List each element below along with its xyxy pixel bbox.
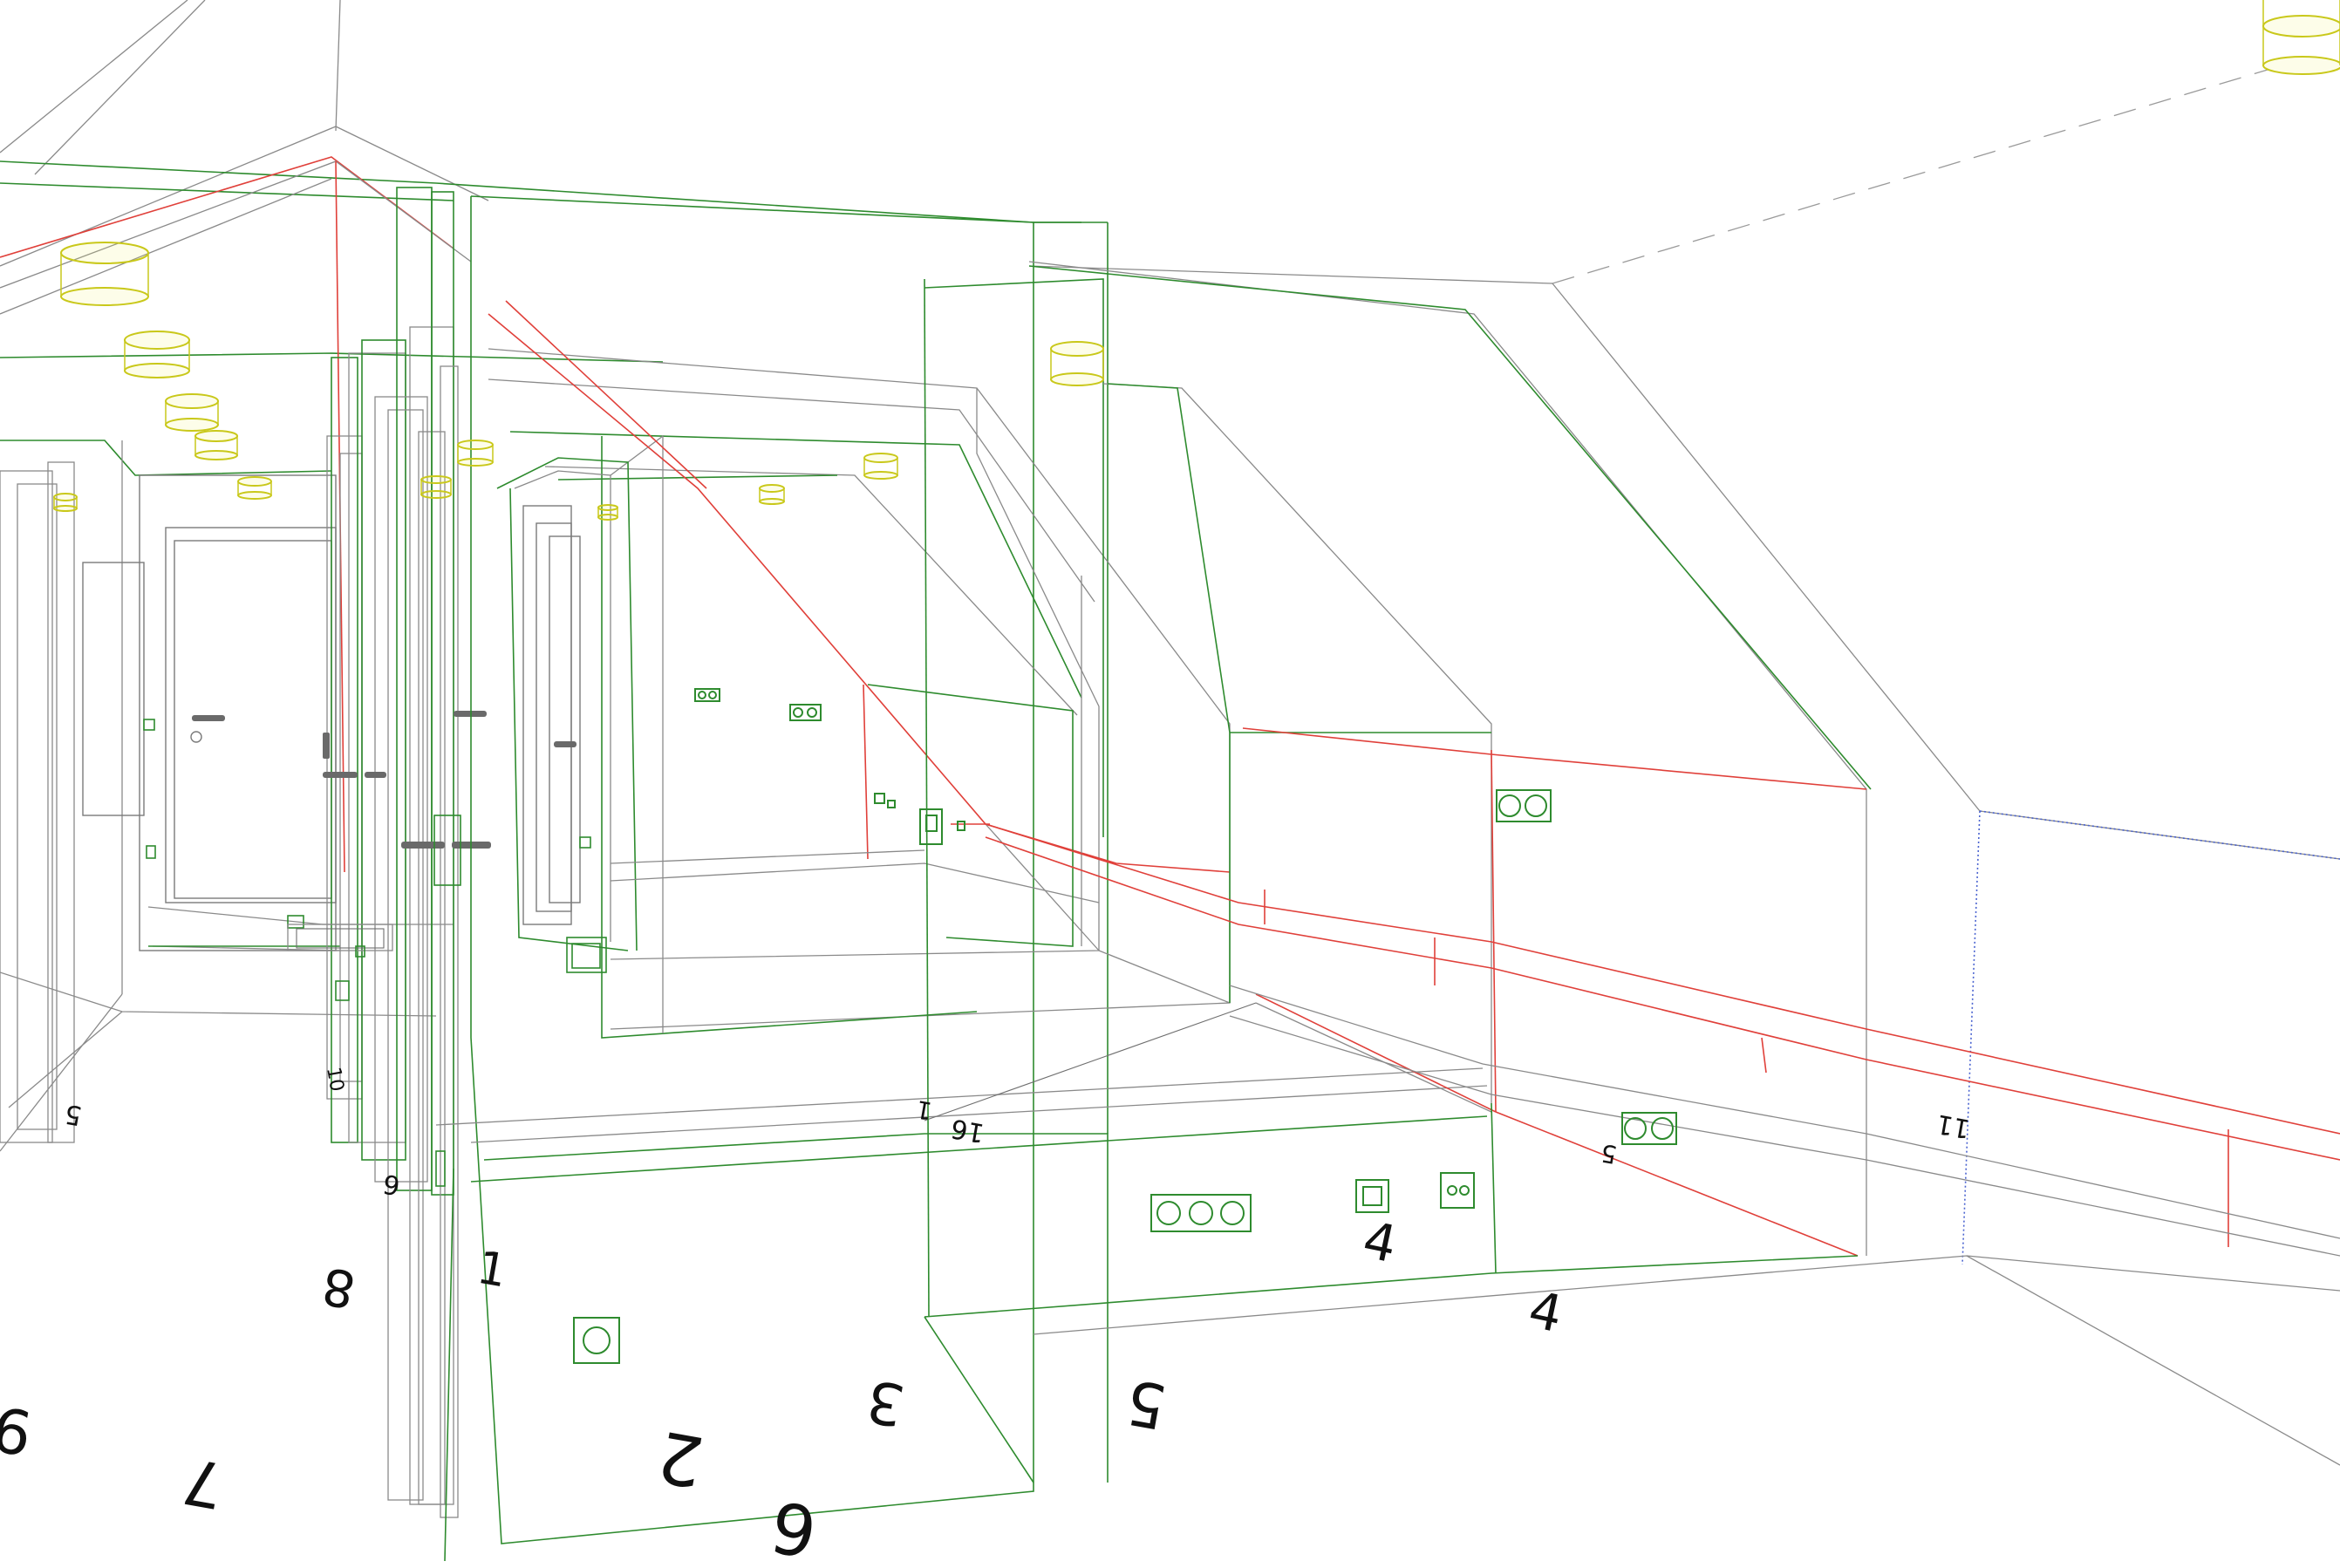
ceiling-light-icon[interactable]	[759, 484, 785, 505]
dim-label-8: 8	[317, 1256, 359, 1319]
dim-label-1: 1	[474, 1242, 511, 1299]
ceiling-light-icon[interactable]	[863, 453, 898, 480]
wall-socket-icon[interactable]	[573, 1317, 620, 1364]
ceiling-light-icon[interactable]	[457, 440, 494, 467]
wall-socket-icon[interactable]	[789, 704, 822, 721]
dim-label-9: 9	[0, 1392, 38, 1469]
dim-label-5-left: 5	[63, 1098, 85, 1131]
dim-label-5: 5	[1121, 1366, 1171, 1442]
dim-label-10: 10	[322, 1066, 347, 1094]
dim-label-4-right: 4	[1524, 1279, 1567, 1344]
wall-sockets	[573, 688, 1677, 1364]
ceiling-light-icon[interactable]	[1050, 341, 1104, 386]
dim-label-6: 6	[765, 1484, 822, 1565]
ceiling-light-icon[interactable]	[165, 393, 219, 432]
right-room	[924, 261, 2340, 1483]
dim-label-11: 11	[1934, 1108, 1973, 1143]
wall-socket-icon[interactable]	[874, 793, 885, 804]
dim-label-7: 7	[177, 1443, 229, 1523]
middle-room	[435, 195, 1488, 1544]
dim-label-2: 2	[652, 1415, 709, 1502]
ceiling-light-icon[interactable]	[194, 430, 238, 460]
central-partition	[287, 187, 491, 1562]
dim-label-6-mid: 6	[381, 1168, 403, 1201]
wall-socket-icon[interactable]	[919, 808, 943, 845]
wall-socket-icon[interactable]	[1150, 1194, 1252, 1232]
dim-label-1-mid: 1	[914, 1094, 934, 1126]
ceiling-light-icon[interactable]	[53, 493, 78, 512]
ceiling-light-icon[interactable]	[60, 242, 149, 306]
dim-label-3: 3	[862, 1367, 910, 1439]
wall-socket-icon[interactable]	[1355, 1179, 1389, 1213]
dim-label-4-front: 4	[1358, 1210, 1402, 1274]
ceiling-light-icon[interactable]	[237, 476, 272, 500]
ceiling-light-icon[interactable]	[2262, 0, 2340, 75]
dim-label-5-socket: 5	[1599, 1138, 1619, 1169]
wall-socket-icon[interactable]	[1440, 1172, 1475, 1209]
wall-socket-icon[interactable]	[957, 821, 965, 831]
dim-label-16: 16	[949, 1112, 987, 1148]
wall-socket-icon[interactable]	[1496, 789, 1552, 822]
ceiling-light-icon[interactable]	[420, 475, 452, 499]
roof-structure	[0, 0, 2340, 1265]
wall-socket-icon[interactable]	[694, 688, 720, 702]
left-room-cluster	[0, 156, 1081, 1152]
ceiling-light-icon[interactable]	[597, 504, 618, 521]
ceiling-light-icon[interactable]	[124, 331, 190, 378]
wall-socket-icon[interactable]	[1621, 1112, 1677, 1145]
ceiling-lights	[53, 0, 2340, 521]
wall-socket-icon[interactable]	[887, 800, 896, 808]
